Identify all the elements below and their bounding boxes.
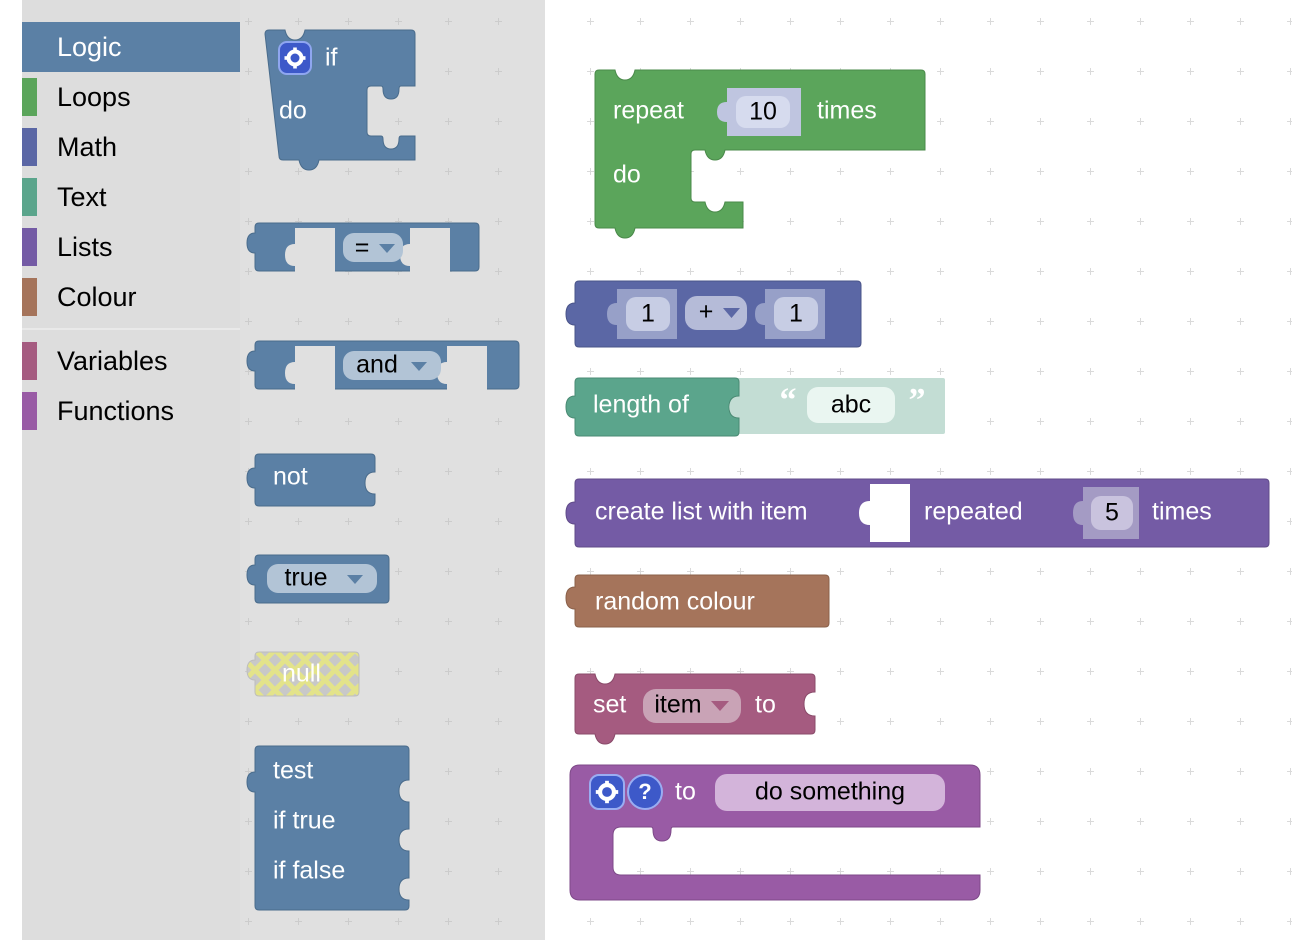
- chevron-down-icon[interactable]: [411, 362, 427, 371]
- question-icon-glyph: ?: [638, 779, 651, 804]
- category-colour-swatch-variables: [22, 342, 37, 380]
- procedure-name-value: do something: [755, 778, 905, 806]
- chevron-down-icon[interactable]: [711, 701, 729, 711]
- toolbox-category-label: Loops: [57, 81, 131, 112]
- toolbox-category-text[interactable]: Text: [22, 172, 240, 222]
- gear-icon-glyph: [595, 780, 619, 804]
- flyout-block-logic-negate[interactable]: not: [246, 450, 405, 510]
- toolbox-category-label: Functions: [57, 395, 175, 426]
- category-colour-swatch-functions: [22, 392, 37, 430]
- workspace-block-variables-set[interactable]: set item to: [574, 672, 835, 745]
- toolbox-category-label: Logic: [57, 31, 122, 62]
- empty-value-socket-right[interactable]: [437, 346, 487, 400]
- category-colour-swatch-math: [22, 128, 37, 166]
- chevron-down-icon[interactable]: [379, 244, 395, 253]
- workspace-block-text-length[interactable]: length of “ abc ”: [565, 375, 955, 437]
- block-label-repeat: repeat: [613, 97, 684, 125]
- boolean-dropdown-value: true: [284, 564, 327, 592]
- toolbox-category-label: Variables: [57, 345, 168, 376]
- workspace-block-colour-random[interactable]: random colour: [565, 573, 845, 631]
- workspace-block-lists-repeat[interactable]: create list with item repeated 5 times: [565, 475, 1275, 555]
- block-label-null: null: [282, 660, 321, 688]
- empty-value-socket-left[interactable]: [285, 346, 335, 400]
- block-label-if-false: if false: [273, 857, 345, 885]
- empty-value-socket-right[interactable]: [400, 228, 450, 282]
- chevron-down-icon[interactable]: [347, 575, 363, 584]
- workspace-block-math-arithmetic[interactable]: 1 + 1: [565, 275, 875, 357]
- block-label-do: do: [279, 97, 307, 125]
- variable-dropdown-field[interactable]: [643, 689, 741, 723]
- toolbox-flyout[interactable]: if do = and: [240, 0, 545, 940]
- toolbox-category-math[interactable]: Math: [22, 122, 240, 172]
- toolbox-category-loops[interactable]: Loops: [22, 72, 240, 122]
- category-colour-swatch-text: [22, 178, 37, 216]
- toolbox-category-label: Colour: [57, 281, 137, 312]
- toolbox-category-logic[interactable]: Logic: [22, 22, 240, 72]
- operator-dropdown-field[interactable]: [685, 296, 747, 330]
- flyout-block-logic-ternary[interactable]: test if true if false: [246, 742, 435, 911]
- block-label-not: not: [273, 463, 308, 491]
- toolbox-category-functions[interactable]: Functions: [22, 386, 240, 436]
- block-label-if: if: [325, 44, 338, 72]
- logic-operation-dropdown-field[interactable]: [343, 351, 441, 380]
- block-label-create-list-with-item: create list with item: [595, 498, 808, 526]
- category-colour-swatch-loops: [22, 78, 37, 116]
- block-label-if-true: if true: [273, 807, 336, 835]
- number-field[interactable]: [1091, 496, 1133, 530]
- number-field-right[interactable]: [774, 297, 818, 331]
- flyout-block-logic-boolean[interactable]: true: [246, 551, 415, 611]
- toolbox-category-label: Text: [57, 181, 107, 212]
- text-field[interactable]: [807, 387, 895, 423]
- block-label-random-colour: random colour: [595, 588, 755, 616]
- flyout-block-logic-null[interactable]: null: [246, 650, 385, 706]
- toolbox-category-tree: Logic Loops Math Text Lists Colour Varia…: [22, 0, 240, 940]
- toolbox-category-lists[interactable]: Lists: [22, 222, 240, 272]
- number-field-value: 5: [1105, 499, 1119, 527]
- block-label-times: times: [817, 97, 877, 125]
- toolbox-category-variables[interactable]: Variables: [22, 336, 240, 386]
- operator-dropdown-value: =: [355, 234, 370, 262]
- block-label-to: to: [755, 691, 776, 719]
- workspace-block-procedure-definition[interactable]: ? to do something: [569, 764, 990, 901]
- logic-operation-dropdown-value: and: [356, 351, 398, 379]
- toolbox-category-label: Lists: [57, 231, 113, 262]
- block-label-length-of: length of: [593, 391, 689, 419]
- number-field-left[interactable]: [626, 297, 670, 331]
- empty-value-socket[interactable]: [859, 484, 910, 542]
- close-quote-glyph: ”: [909, 382, 926, 419]
- procedure-name-field[interactable]: [715, 774, 945, 811]
- number-field-left-value: 1: [641, 300, 655, 328]
- block-label-times: times: [1152, 498, 1212, 526]
- number-field-value: 10: [749, 98, 777, 126]
- block-label-repeated: repeated: [924, 498, 1023, 526]
- question-icon[interactable]: [627, 774, 663, 810]
- operator-dropdown-value: +: [699, 298, 714, 326]
- block-label-test: test: [273, 757, 313, 785]
- workspace-block-controls-repeat[interactable]: repeat 10 times do: [594, 69, 935, 239]
- workspace-canvas[interactable]: repeat 10 times do 1 +: [545, 0, 1292, 940]
- chevron-down-icon[interactable]: [723, 308, 740, 318]
- toolbox-separator: [22, 328, 240, 330]
- empty-value-socket-left[interactable]: [285, 228, 335, 282]
- gear-icon-glyph: [284, 47, 306, 69]
- number-field-right-value: 1: [789, 300, 803, 328]
- block-label-do: do: [613, 161, 641, 189]
- operator-dropdown-field[interactable]: [343, 233, 403, 262]
- flyout-block-logic-operation[interactable]: and: [246, 333, 525, 403]
- toolbox-category-label: Math: [57, 131, 118, 162]
- text-field-value: abc: [831, 391, 871, 419]
- flyout-block-controls-if[interactable]: if do: [264, 29, 445, 171]
- block-label-set: set: [593, 691, 626, 719]
- boolean-dropdown-field[interactable]: [267, 564, 377, 593]
- category-colour-swatch-colour: [22, 278, 37, 316]
- open-quote-glyph: “: [780, 382, 797, 419]
- toolbox-category-colour[interactable]: Colour: [22, 272, 240, 322]
- flyout-block-logic-compare[interactable]: =: [246, 215, 485, 285]
- variable-dropdown-value: item: [654, 691, 701, 719]
- disabled-block-pattern: [246, 651, 360, 697]
- block-label-to: to: [675, 778, 696, 806]
- number-field[interactable]: [736, 96, 790, 128]
- category-colour-swatch-lists: [22, 228, 37, 266]
